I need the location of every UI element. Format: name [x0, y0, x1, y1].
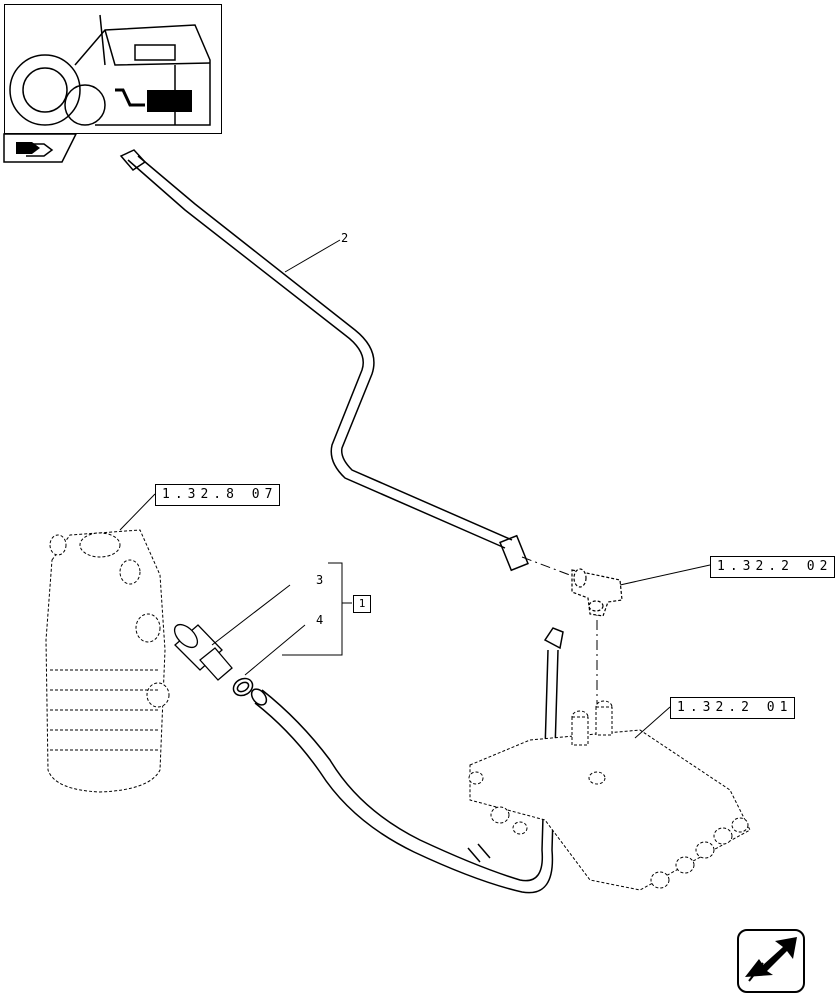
parts-diagram	[45, 149, 751, 894]
tractor-thumbnail	[4, 4, 222, 134]
leader-clamp	[244, 624, 306, 676]
next-page-arrow-icon	[745, 937, 797, 982]
ref-filter[interactable]: 1.32.8 07	[155, 484, 281, 506]
hose-clamp	[232, 677, 254, 697]
callout-pipe: 2	[341, 231, 349, 245]
leader-filter	[119, 493, 156, 531]
ref-tee[interactable]: 1.32.2 02	[710, 556, 835, 578]
leader-valve	[634, 706, 671, 739]
callout-adapter: 3	[316, 573, 324, 587]
rigid-pipe	[119, 149, 529, 572]
leader-adapter	[211, 584, 291, 646]
flexible-hose	[250, 627, 564, 894]
filter-housing	[45, 529, 170, 793]
callout-group: 1	[353, 595, 371, 613]
leader-pipe	[284, 239, 341, 273]
control-valve	[468, 700, 751, 891]
tractor-location-icon	[9, 14, 211, 126]
thumbnail-tab	[3, 133, 78, 163]
callout-clamp: 4	[316, 613, 324, 627]
adapter-fitting	[173, 623, 233, 681]
ref-valve[interactable]: 1.32.2 01	[670, 697, 796, 719]
group-bracket	[282, 562, 352, 656]
tee-fitting	[571, 568, 623, 617]
next-page-button[interactable]	[737, 929, 805, 993]
book-arrow-icon	[3, 133, 78, 163]
leader-tee	[619, 564, 711, 586]
connection-lines	[521, 556, 598, 765]
